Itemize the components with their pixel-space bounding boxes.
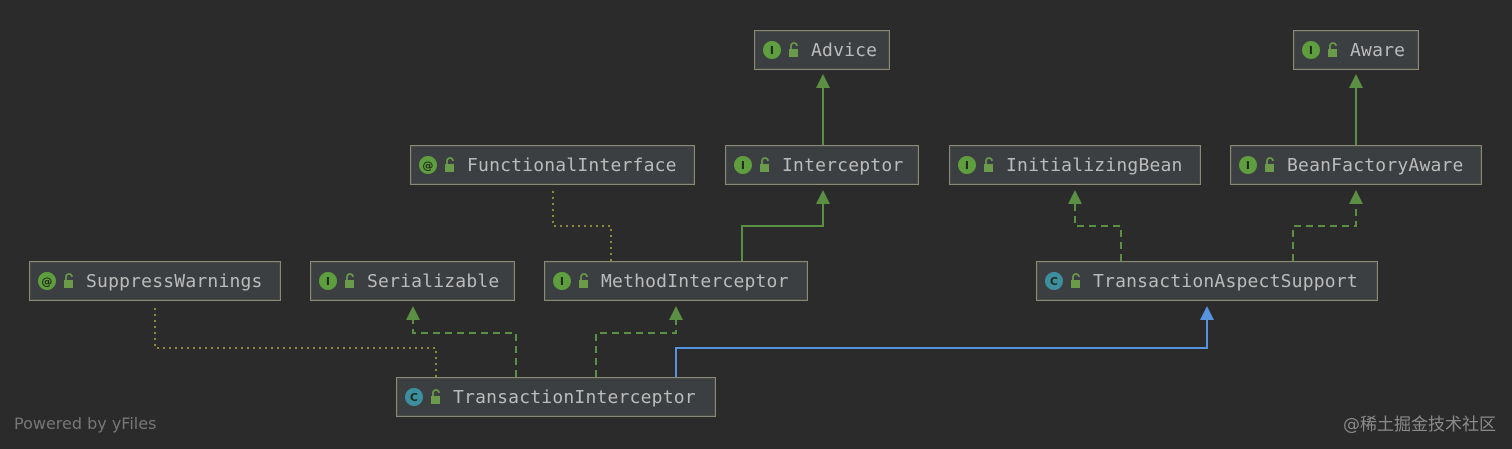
unlocked-padlock-icon	[1265, 157, 1274, 172]
unlocked-padlock-icon	[789, 42, 798, 57]
node-transaction-aspect-support[interactable]: C TransactionAspectSupport	[1036, 261, 1378, 301]
node-method-interceptor[interactable]: I MethodInterceptor	[544, 261, 808, 301]
arrowhead-interceptor	[816, 190, 830, 204]
unlocked-padlock-icon	[64, 273, 73, 288]
node-bean-factory-aware[interactable]: I BeanFactoryAware	[1230, 145, 1482, 185]
arrowhead-aware	[1349, 74, 1363, 88]
powered-by-text: Powered by yFiles	[14, 414, 157, 433]
interface-badge-icon: I	[958, 156, 976, 174]
node-serializable[interactable]: I Serializable	[310, 261, 515, 301]
interface-badge-icon: I	[1239, 156, 1257, 174]
interface-badge-icon: I	[319, 272, 337, 290]
watermark-text: @稀土掘金技术社区	[1343, 415, 1496, 435]
node-label: FunctionalInterface	[467, 154, 677, 176]
node-label: Serializable	[367, 270, 500, 292]
node-label: Advice	[811, 39, 878, 61]
node-label: Interceptor	[782, 154, 904, 176]
node-label: TransactionInterceptor	[453, 386, 696, 408]
class-badge-icon: C	[405, 388, 423, 406]
unlocked-padlock-icon	[984, 157, 993, 172]
interface-badge-icon: I	[763, 41, 781, 59]
node-label: MethodInterceptor	[601, 270, 789, 292]
node-label: InitializingBean	[1006, 154, 1183, 176]
edge-methodint-functional	[552, 190, 612, 261]
arrowhead-serializable	[406, 306, 420, 320]
node-label: SuppressWarnings	[86, 270, 263, 292]
unlocked-padlock-icon	[1071, 273, 1080, 288]
unlocked-padlock-icon	[1328, 42, 1337, 57]
interface-badge-icon: I	[1302, 41, 1320, 59]
edge-txaspect-bfaware	[1292, 204, 1357, 261]
edge-txaspect-initbean	[1074, 204, 1122, 261]
node-label: Aware	[1350, 39, 1406, 61]
unlocked-padlock-icon	[760, 157, 769, 172]
node-initializing-bean[interactable]: I InitializingBean	[949, 145, 1201, 185]
interface-badge-icon: I	[553, 272, 571, 290]
node-interceptor[interactable]: I Interceptor	[725, 145, 919, 185]
arrowhead-methodint	[669, 306, 683, 320]
arrowhead-txaspect	[1200, 306, 1214, 320]
edge-methodint-interceptor	[741, 204, 824, 261]
unlocked-padlock-icon	[431, 389, 440, 404]
unlocked-padlock-icon	[345, 273, 354, 288]
node-advice[interactable]: I Advice	[754, 30, 890, 70]
node-transaction-interceptor[interactable]: C TransactionInterceptor	[396, 377, 716, 417]
annotation-badge-icon: @	[419, 156, 437, 174]
arrowhead-bfaware	[1349, 190, 1363, 204]
edge-txinterceptor-txaspect	[675, 320, 1208, 377]
node-aware[interactable]: I Aware	[1293, 30, 1419, 70]
annotation-badge-icon: @	[38, 272, 56, 290]
unlocked-padlock-icon	[579, 273, 588, 288]
arrowhead-initbean	[1068, 190, 1082, 204]
node-functional-interface[interactable]: @ FunctionalInterface	[410, 145, 695, 185]
node-label: TransactionAspectSupport	[1093, 270, 1358, 292]
arrowhead-advice	[816, 74, 830, 88]
node-label: BeanFactoryAware	[1287, 154, 1464, 176]
node-suppress-warnings[interactable]: @ SuppressWarnings	[29, 261, 281, 301]
abstract-class-badge-icon: C	[1045, 272, 1063, 290]
interface-badge-icon: I	[734, 156, 752, 174]
edge-txinterceptor-suppress	[154, 304, 437, 377]
unlocked-padlock-icon	[445, 157, 454, 172]
edge-txinterceptor-methodint	[595, 320, 677, 377]
